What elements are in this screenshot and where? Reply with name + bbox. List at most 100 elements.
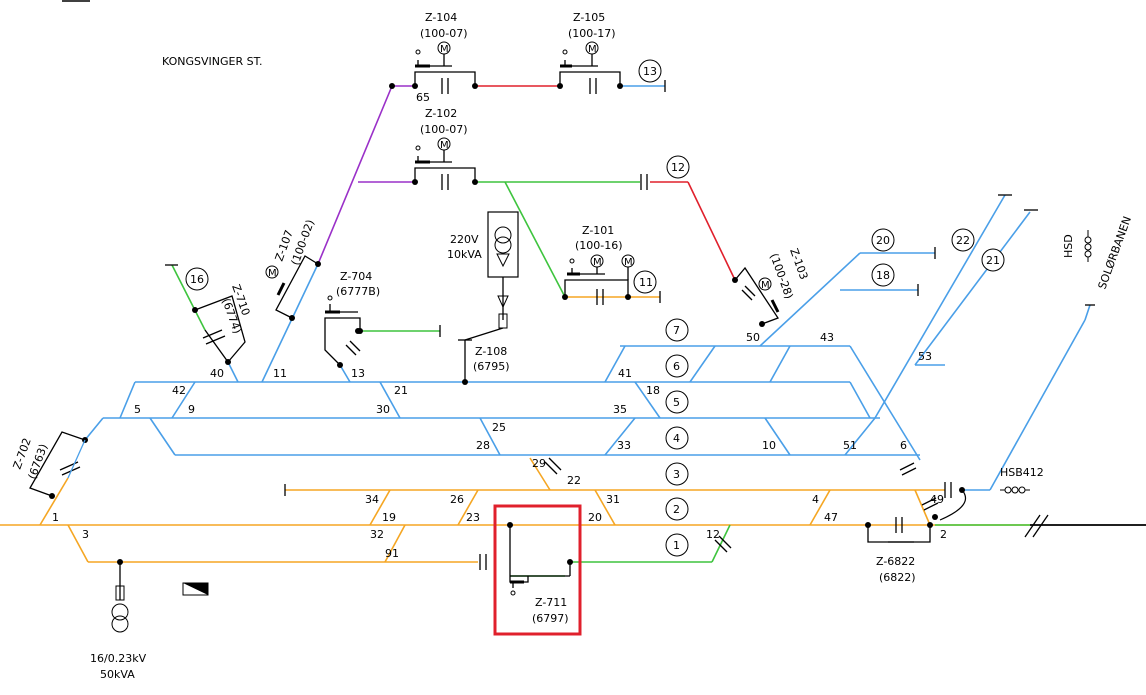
node-label: 51 — [843, 439, 857, 452]
motor-label: M — [761, 280, 770, 291]
track-number: 7 — [673, 324, 680, 337]
connector-curve — [932, 487, 967, 521]
motor-label: M — [268, 268, 277, 279]
z105-sub: (100-17) — [568, 27, 616, 40]
switch-z108: Z-108 (6795) — [462, 345, 510, 385]
transformer-top: 220V 10kVA — [447, 211, 519, 341]
switch-z104: M Z-104 (100-07) — [412, 11, 478, 89]
red-tracks — [475, 85, 736, 281]
z101-sub: (100-16) — [575, 239, 623, 252]
node-label: 6 — [900, 439, 907, 452]
z107-sub: (100-02) — [289, 218, 317, 267]
switch-z711: Z-711 (6797) — [507, 522, 573, 625]
track-number-circles: 13 12 11 16 20 18 22 21 7 6 5 4 3 2 1 — [185, 59, 1005, 557]
node-label: 25 — [492, 421, 506, 434]
node-label: 43 — [820, 331, 834, 344]
node-label: 35 — [613, 403, 627, 416]
node-label: 9 — [188, 403, 195, 416]
z704-label: Z-704 — [340, 270, 372, 283]
highlight-box — [493, 504, 582, 636]
node-label: 2 — [940, 528, 947, 541]
track-number: 21 — [986, 254, 1000, 267]
z711-label: Z-711 — [535, 596, 567, 609]
node-label: 12 — [706, 528, 720, 541]
purple-tracks — [317, 85, 415, 265]
switch-z103: M Z-103 (100-28) — [732, 247, 810, 327]
z105-label: Z-105 — [573, 11, 605, 24]
switch-z6822: Z-6822 (6822) — [865, 522, 933, 584]
motor-label: M — [440, 140, 449, 151]
track-number: 5 — [673, 396, 680, 409]
track-number: 4 — [673, 432, 680, 445]
node-label: 33 — [617, 439, 631, 452]
node-label: 1 — [52, 511, 59, 524]
hsd-label: HSD — [1062, 234, 1075, 258]
z104-sub: (100-07) — [420, 27, 468, 40]
z711-sub: (6797) — [532, 612, 569, 625]
node-label: 29 — [532, 457, 546, 470]
node-label: 19 — [382, 511, 396, 524]
node-label: 10 — [762, 439, 776, 452]
node-label: 40 — [210, 367, 224, 380]
insulated-joints — [441, 78, 952, 570]
solorbanen-label: SOLØRBANEN — [1096, 215, 1134, 291]
junction-dots — [117, 83, 395, 565]
switch-z105: M Z-105 (100-17) — [557, 11, 623, 89]
track-number: 6 — [673, 360, 680, 373]
node-label: 20 — [588, 511, 602, 524]
node-label: 41 — [618, 367, 632, 380]
track-number: 20 — [876, 234, 890, 247]
node-label: 53 — [918, 350, 932, 363]
node-label: 31 — [606, 493, 620, 506]
z102-label: Z-102 — [425, 107, 457, 120]
transformer-top-voltage: 220V — [450, 233, 479, 246]
motor-label: M — [624, 257, 633, 268]
node-label: 50 — [746, 331, 760, 344]
track-number: 11 — [639, 276, 653, 289]
z102-sub: (100-07) — [420, 123, 468, 136]
switch-z702: Z-702 (6763) — [11, 431, 88, 499]
node-label: 30 — [376, 403, 390, 416]
hsb-label: HSB412 — [1000, 466, 1044, 479]
transformer-top-power: 10kVA — [447, 248, 482, 261]
node-label: 49 — [930, 493, 944, 506]
motor-label: M — [440, 44, 449, 55]
hsd-symbol-icon — [1084, 230, 1092, 262]
node-label: 21 — [394, 384, 408, 397]
node-label: 22 — [567, 474, 581, 487]
node-label: 26 — [450, 493, 464, 506]
node-labels: 65 40 11 13 42 5 9 21 30 41 18 35 25 28 … — [52, 91, 947, 560]
z103-label: Z-103 — [787, 247, 810, 282]
transformer-bottom: 16/0.23kV 50kVA — [90, 562, 147, 681]
node-label: 5 — [134, 403, 141, 416]
track-number: 1 — [673, 539, 680, 552]
motor-label: M — [593, 257, 602, 268]
node-label: 18 — [646, 384, 660, 397]
z6822-sub: (6822) — [879, 571, 916, 584]
transformer-bottom-power: 50kVA — [100, 668, 135, 681]
z108-sub: (6795) — [473, 360, 510, 373]
node-label: 65 — [416, 91, 430, 104]
node-label: 32 — [370, 528, 384, 541]
transformer-bottom-voltage: 16/0.23kV — [90, 652, 147, 665]
track-number: 2 — [673, 503, 680, 516]
switch-z704: Z-704 (6777B) — [324, 270, 380, 368]
node-label: 13 — [351, 367, 365, 380]
z108-label: Z-108 — [475, 345, 507, 358]
blue-tracks — [84, 85, 1091, 491]
node-label: 11 — [273, 367, 287, 380]
node-label: 3 — [82, 528, 89, 541]
z104-label: Z-104 — [425, 11, 457, 24]
node-label: 23 — [466, 511, 480, 524]
node-label: 28 — [476, 439, 490, 452]
track-number: 3 — [673, 468, 680, 481]
orange-tracks — [0, 296, 1030, 563]
node-label: 91 — [385, 547, 399, 560]
legend-flag-icon — [182, 582, 209, 596]
track-number: 13 — [643, 65, 657, 78]
node-label: 34 — [365, 493, 379, 506]
switch-z101: M M Z-101 (100-16) — [562, 224, 635, 300]
switch-z107: M Z-107 (100-02) — [265, 218, 321, 321]
track-number: 12 — [671, 161, 685, 174]
